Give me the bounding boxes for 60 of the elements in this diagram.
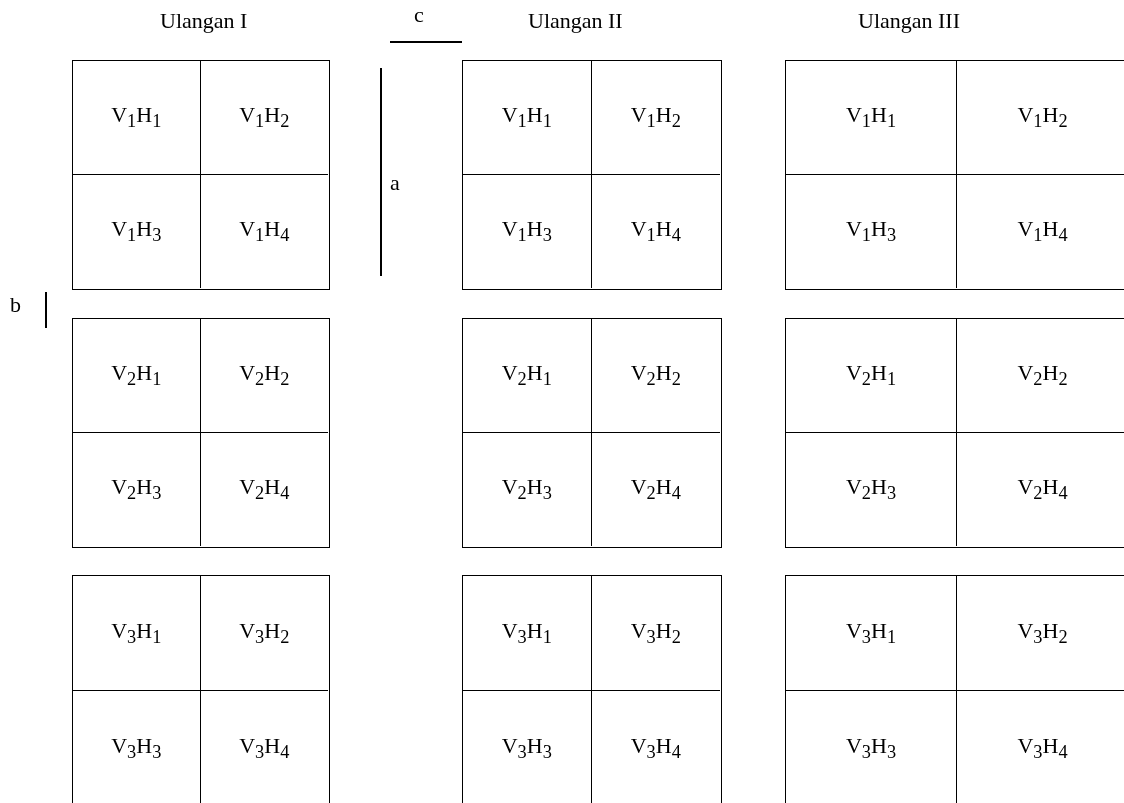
- plot-block: [72, 575, 330, 803]
- plot-label: V$_{3}$H$_{3}$: [111, 732, 162, 763]
- plot-label: V$_{3}$H$_{2}$: [630, 617, 681, 648]
- plot-label: V$_{1}$H$_{4}$: [239, 216, 290, 247]
- plot-cell: [73, 319, 201, 433]
- plot-label: V$_{1}$H$_{4}$: [630, 216, 681, 247]
- plot-label: V$_{1}$H$_{4}$: [1017, 216, 1068, 247]
- plot-label: V$_{1}$H$_{1}$: [845, 102, 897, 133]
- dimension-label: a: [390, 170, 400, 196]
- plot-label: V$_{2}$H$_{3}$: [845, 474, 897, 505]
- plot-cell: [73, 61, 201, 175]
- plot-block: [785, 318, 1124, 548]
- dimension-label: b: [10, 292, 21, 318]
- plot-cell: [786, 319, 957, 433]
- plot-label: V$_{2}$H$_{1}$: [845, 360, 897, 391]
- plot-label: V$_{1}$H$_{3}$: [111, 216, 162, 247]
- plot-cell: [463, 576, 592, 691]
- plot-block: [785, 60, 1124, 290]
- plot-label: V$_{3}$H$_{4}$: [630, 732, 681, 763]
- column-heading: Ulangan III: [858, 8, 960, 34]
- plot-cell: [73, 576, 201, 691]
- plot-block: [462, 318, 722, 548]
- plot-block: [462, 575, 722, 803]
- plot-label: V$_{3}$H$_{2}$: [1017, 617, 1068, 648]
- plot-cell: [463, 319, 592, 433]
- plot-label: V$_{1}$H$_{2}$: [1017, 102, 1068, 133]
- plot-label: V$_{3}$H$_{3}$: [501, 732, 552, 763]
- plot-label: V$_{1}$H$_{1}$: [501, 102, 552, 133]
- plot-block: [462, 60, 722, 290]
- plot-label: V$_{2}$H$_{1}$: [501, 360, 552, 391]
- plot-cell: [786, 61, 957, 175]
- column-heading: Ulangan II: [528, 8, 623, 34]
- plot-label: V$_{1}$H$_{3}$: [501, 216, 552, 247]
- plot-label: V$_{2}$H$_{3}$: [501, 474, 552, 505]
- plot-cell: [463, 61, 592, 175]
- plot-label: V$_{2}$H$_{4}$: [1017, 474, 1068, 505]
- plot-label: V$_{2}$H$_{2}$: [630, 360, 681, 391]
- plot-label: V$_{1}$H$_{2}$: [239, 102, 290, 133]
- dimension-label: c: [414, 2, 424, 28]
- plot-label: V$_{1}$H$_{2}$: [630, 102, 681, 133]
- plot-label: V$_{3}$H$_{4}$: [1017, 732, 1068, 763]
- plot-label: V$_{1}$H$_{3}$: [845, 216, 897, 247]
- plot-label: V$_{3}$H$_{1}$: [845, 617, 897, 648]
- plot-label: V$_{3}$H$_{2}$: [239, 617, 290, 648]
- plot-cell: [786, 576, 957, 691]
- plot-label: V$_{3}$H$_{1}$: [111, 617, 162, 648]
- column-heading: Ulangan I: [160, 8, 248, 34]
- plot-label: V$_{2}$H$_{2}$: [239, 360, 290, 391]
- plot-label: V$_{3}$H$_{3}$: [845, 732, 897, 763]
- plot-label: V$_{2}$H$_{3}$: [111, 474, 162, 505]
- plot-label: V$_{1}$H$_{1}$: [111, 102, 162, 133]
- plot-label: V$_{2}$H$_{4}$: [630, 474, 681, 505]
- plot-label: V$_{2}$H$_{2}$: [1017, 360, 1068, 391]
- plot-label: V$_{2}$H$_{4}$: [239, 474, 290, 505]
- plot-label: V$_{3}$H$_{4}$: [239, 732, 290, 763]
- plot-label: V$_{2}$H$_{1}$: [111, 360, 162, 391]
- plot-block: [72, 318, 330, 548]
- plot-block: [72, 60, 330, 290]
- plot-label: V$_{3}$H$_{1}$: [501, 617, 552, 648]
- plot-block: [785, 575, 1124, 803]
